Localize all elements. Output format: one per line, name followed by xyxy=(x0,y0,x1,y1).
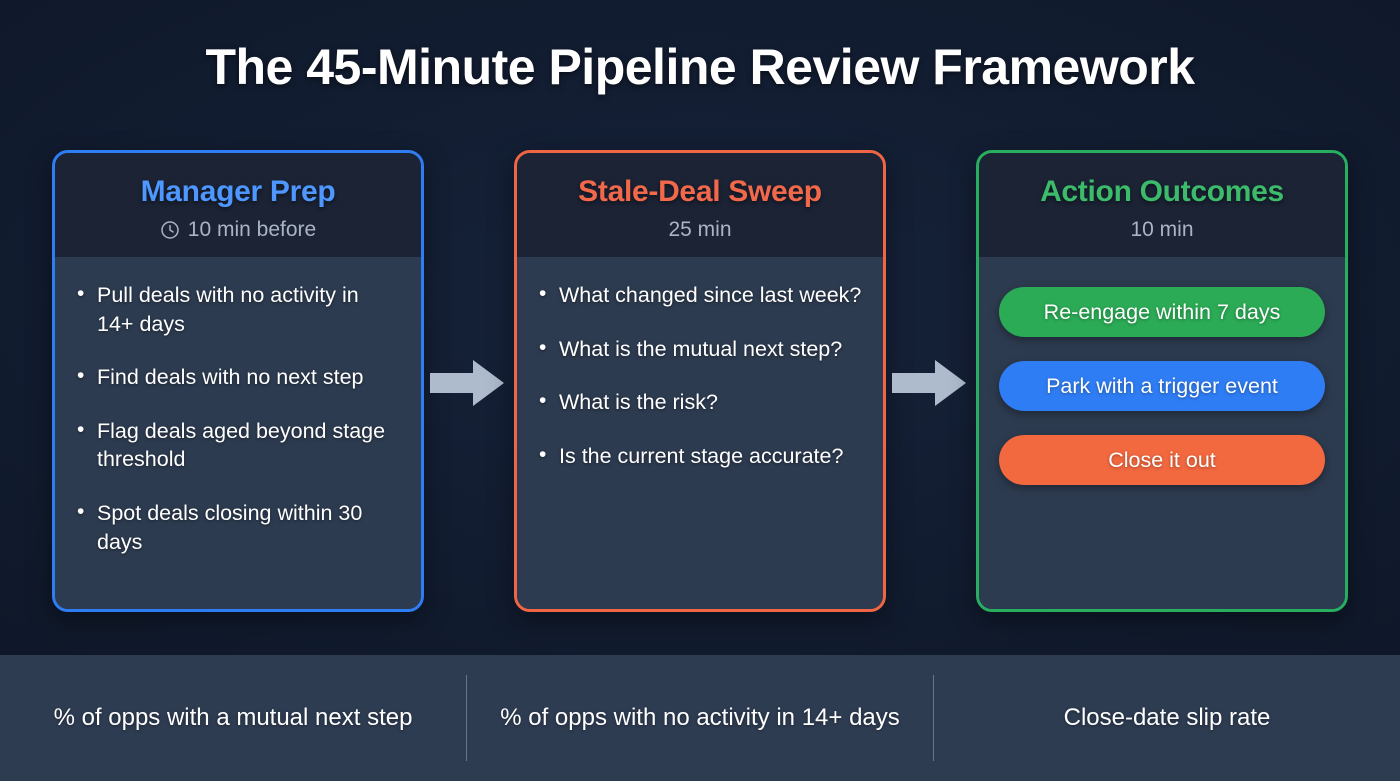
outcome-pill-re-engage[interactable]: Re-engage within 7 days xyxy=(999,287,1325,338)
card-duration: 10 min xyxy=(993,218,1331,241)
metric-no-activity: % of opps with no activity in 14+ days xyxy=(500,703,900,731)
outcome-pill-label: Park with a trigger event xyxy=(1046,373,1278,398)
checklist: Pull deals with no activity in 14+ days … xyxy=(75,280,401,556)
outcome-pill-label: Close it out xyxy=(1108,447,1216,472)
stage-card-stale-deal-sweep: Stale-Deal Sweep 25 min What changed sin… xyxy=(514,150,886,612)
card-duration-label: 10 min before xyxy=(187,218,317,241)
metric-divider xyxy=(933,675,934,761)
checklist: What changed since last week? What is th… xyxy=(537,280,863,471)
card-header: Stale-Deal Sweep 25 min xyxy=(517,153,883,258)
list-item: Spot deals closing within 30 days xyxy=(75,498,401,556)
outcome-pill-close-out[interactable]: Close it out xyxy=(999,435,1325,486)
card-title: Action Outcomes xyxy=(1040,175,1284,208)
card-duration-label: 10 min xyxy=(1130,218,1194,241)
metrics-footer: % of opps with a mutual next step % of o… xyxy=(0,655,1400,781)
list-item: Flag deals aged beyond stage threshold xyxy=(75,416,401,474)
card-duration-label: 25 min xyxy=(668,218,732,241)
card-body: Pull deals with no activity in 14+ days … xyxy=(55,257,421,609)
page-title: The 45-Minute Pipeline Review Framework xyxy=(205,39,1195,95)
card-header: Action Outcomes 10 min xyxy=(979,153,1345,258)
list-item: Is the current stage accurate? xyxy=(537,441,863,471)
card-body: What changed since last week? What is th… xyxy=(517,257,883,609)
outcome-pill-park[interactable]: Park with a trigger event xyxy=(999,361,1325,412)
card-title: Manager Prep xyxy=(140,175,336,208)
metric-close-date-slip-rate: Close-date slip rate xyxy=(1063,703,1271,731)
card-title: Stale-Deal Sweep xyxy=(578,175,822,208)
card-body: Re-engage within 7 days Park with a trig… xyxy=(979,257,1345,609)
list-item: What is the risk? xyxy=(537,387,863,417)
metric-divider xyxy=(466,675,467,761)
list-item: What is the mutual next step? xyxy=(537,334,863,364)
clock-icon xyxy=(160,220,180,240)
card-duration: 25 min xyxy=(531,218,869,241)
outcome-pill-label: Re-engage within 7 days xyxy=(1043,299,1281,324)
card-header: Manager Prep 10 min before xyxy=(55,153,421,258)
list-item: What changed since last week? xyxy=(537,280,863,310)
metric-mutual-next-step: % of opps with a mutual next step xyxy=(53,703,413,731)
outcome-pill-group: Re-engage within 7 days Park with a trig… xyxy=(999,281,1325,486)
list-item: Pull deals with no activity in 14+ days xyxy=(75,280,401,338)
stage-card-manager-prep: Manager Prep 10 min before Pull deals wi… xyxy=(52,150,424,612)
arrow-card2-to-card3 xyxy=(892,360,966,411)
list-item: Find deals with no next step xyxy=(75,362,401,392)
arrow-card1-to-card2 xyxy=(430,360,504,411)
stage-card-action-outcomes: Action Outcomes 10 min Re-engage within … xyxy=(976,150,1348,612)
card-duration: 10 min before xyxy=(69,218,407,241)
